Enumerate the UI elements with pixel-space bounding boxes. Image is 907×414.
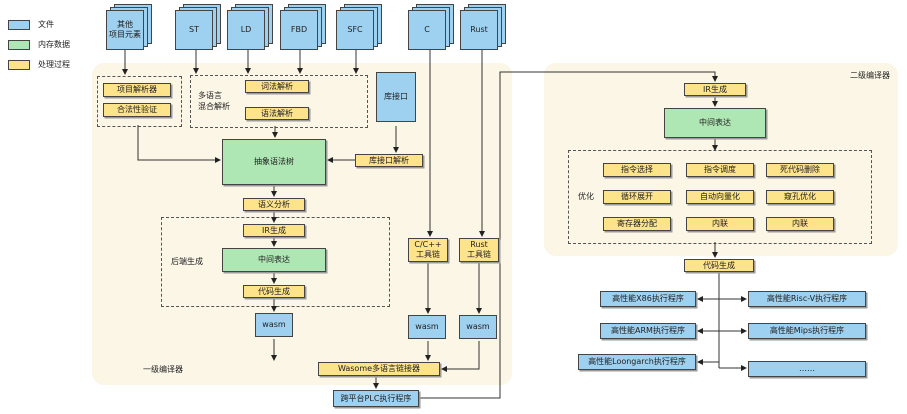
rust-toolchain-box: Rust 工具链 (459, 238, 499, 262)
opt-peephole: 窥孔优化 (766, 190, 834, 204)
legend-process: 处理过程 (8, 59, 70, 70)
legend-file: 文件 (8, 19, 54, 30)
optimization-label: 优化 (578, 192, 594, 201)
doc-wasm-c: wasm (408, 315, 448, 341)
legend-file-swatch (8, 19, 30, 30)
output-x86: 高性能X86执行程序 (600, 291, 696, 307)
doc-c-label: C (408, 10, 446, 50)
legend-file-label: 文件 (38, 20, 54, 29)
multilang-parse-group (190, 75, 368, 128)
legality-check-box: 合法性验证 (103, 103, 171, 117)
doc-sfc: SFC (336, 4, 382, 50)
parser-box: 语法解析 (245, 107, 309, 120)
opt-auto-vectorize: 自动向量化 (686, 190, 754, 204)
semantic-analysis-box: 语义分析 (243, 198, 305, 211)
legend-memory-swatch (8, 39, 30, 50)
doc-st-label: ST (175, 10, 213, 50)
doc-c: C (408, 4, 454, 50)
multilang-parse-label: 多语言 混合解析 (198, 91, 230, 111)
second-ir-box: 中间表达 (664, 108, 766, 138)
ir-gen-box: IR生成 (243, 224, 305, 237)
legend-memory-label: 内存数据 (38, 40, 70, 49)
doc-other-label: 其他 项目元素 (106, 10, 144, 50)
ir-box: 中间表达 (222, 248, 326, 272)
legend-process-swatch (8, 59, 30, 70)
lexer-box: 词法解析 (245, 80, 309, 93)
project-parser-box: 项目解析器 (103, 83, 171, 97)
second-codegen-box: 代码生成 (684, 259, 754, 272)
first-compiler-title: 一级编译器 (143, 365, 183, 374)
c-toolchain-box: C/C++ 工具链 (408, 238, 448, 262)
output-mips: 高性能Mips执行程序 (748, 323, 866, 339)
doc-sfc-label: SFC (336, 10, 374, 50)
doc-st: ST (175, 4, 221, 50)
doc-lib-interface-label: 库接口 (376, 72, 416, 122)
doc-wasm-main: wasm (255, 313, 295, 339)
output-more: …… (748, 361, 866, 377)
linker-box: Wasome多语言链接器 (318, 362, 440, 376)
opt-loop-unroll: 循环展开 (603, 190, 671, 204)
doc-fbd-label: FBD (280, 10, 318, 50)
opt-instruction-select: 指令选择 (603, 163, 671, 177)
doc-fbd: FBD (280, 4, 326, 50)
backend-label: 后端生成 (171, 257, 203, 266)
doc-wasm-main-label: wasm (255, 313, 293, 337)
opt-dead-code: 死代码删除 (766, 163, 834, 177)
doc-wasm-rust-label: wasm (459, 315, 497, 339)
lib-interface-parse-box: 库接口解析 (355, 154, 423, 167)
ast-box: 抽象语法树 (222, 139, 326, 185)
legend-process-label: 处理过程 (38, 60, 70, 69)
doc-rust: Rust (460, 4, 506, 50)
doc-ld-label: LD (227, 10, 265, 50)
opt-instruction-schedule: 指令调度 (686, 163, 754, 177)
doc-other-elements: 其他 项目元素 (106, 4, 152, 50)
second-compiler-title: 二级编译器 (850, 71, 890, 80)
output-loongarch: 高性能Loongarch执行程序 (578, 354, 696, 370)
output-arm: 高性能ARM执行程序 (600, 323, 696, 339)
opt-register-alloc: 寄存器分配 (603, 217, 671, 231)
legend-memory: 内存数据 (8, 39, 70, 50)
output-riscv: 高性能Risc-V执行程序 (748, 291, 866, 307)
codegen-box: 代码生成 (243, 285, 305, 298)
doc-rust-label: Rust (460, 10, 498, 50)
opt-inline-1: 内联 (686, 217, 754, 231)
doc-ld: LD (227, 4, 273, 50)
opt-inline-2: 内联 (766, 217, 834, 231)
doc-lib-interface: 库接口 (376, 72, 420, 126)
second-ir-gen-box: IR生成 (684, 83, 746, 96)
doc-wasm-rust: wasm (459, 315, 499, 341)
cross-platform-output: 跨平台PLC执行程序 (333, 390, 419, 407)
doc-wasm-c-label: wasm (408, 315, 446, 339)
